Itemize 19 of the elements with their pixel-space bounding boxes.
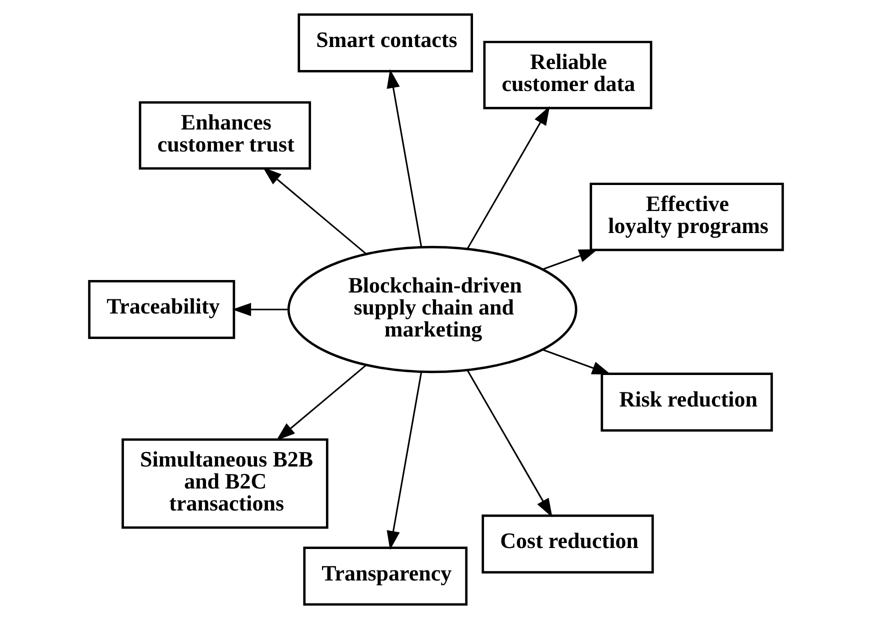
arrow [386,69,422,248]
node-ellipse: Blockchain-driven supply chain and marketing [287,246,578,374]
arrow [276,364,367,440]
arrow [542,348,611,374]
node-box: Simultaneous B2B and B2C transactions [122,438,328,529]
node-box: Reliable customer data [483,40,652,110]
node-box: Enhances customer trust [138,101,312,170]
node-box: Cost reduction [482,514,654,574]
arrow [542,249,598,270]
node-box: Effective loyalty programs [590,182,784,252]
node-box: Traceability [88,280,236,339]
arrow [386,372,422,550]
node-box: Transparency [303,546,468,606]
node-box: Risk reduction [600,372,773,432]
arrow [466,370,552,518]
arrow [262,167,367,255]
node-box: Smart contacts [298,13,473,72]
arrow [466,106,550,249]
arrow [232,302,289,316]
